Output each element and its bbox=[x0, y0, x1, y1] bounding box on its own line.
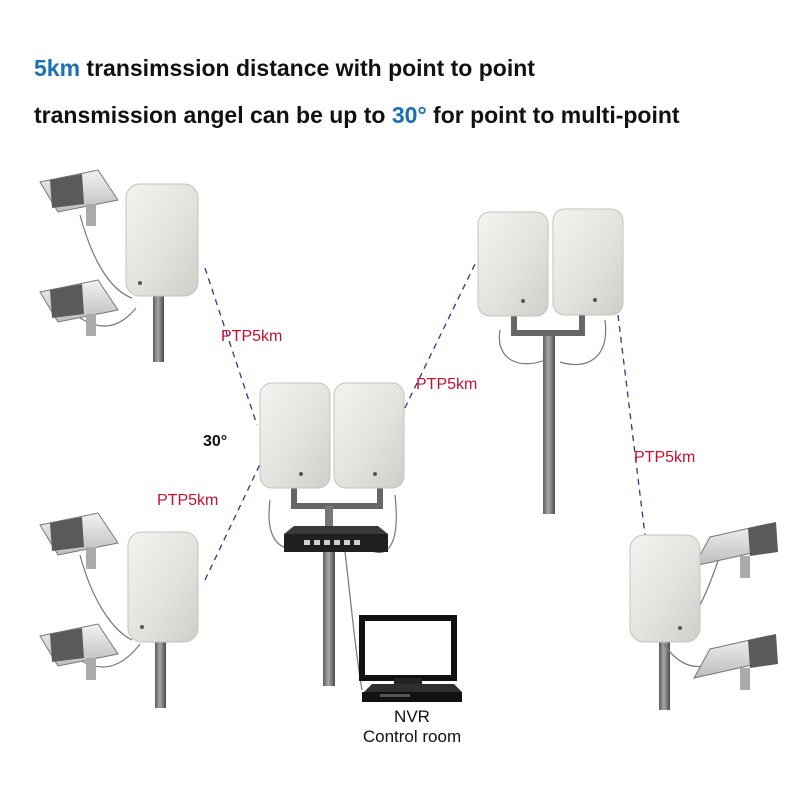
link-line-top-left bbox=[205, 268, 257, 425]
cctv-camera-icon bbox=[40, 170, 118, 226]
panel-logo bbox=[373, 472, 377, 476]
pole bbox=[323, 552, 335, 686]
pole bbox=[153, 290, 164, 362]
panel-logo bbox=[678, 626, 682, 630]
link-label-bottom-left: PTP5km bbox=[157, 492, 218, 510]
cpe-panel bbox=[128, 532, 198, 642]
panel-logo bbox=[521, 299, 525, 303]
link-line-bottom-left bbox=[205, 460, 262, 580]
link-label-far-right: PTP5km bbox=[634, 449, 695, 467]
monitor-icon bbox=[362, 618, 454, 684]
cctv-camera-icon bbox=[40, 624, 118, 680]
link-label-top-right: PTP5km bbox=[416, 376, 477, 394]
ap-panel-right bbox=[334, 383, 404, 488]
ap-panel-left bbox=[260, 383, 330, 488]
bracket bbox=[514, 315, 582, 333]
nvr-station bbox=[362, 618, 462, 702]
site-bottom-left bbox=[40, 513, 198, 708]
link-label-top-left: PTP5km bbox=[221, 328, 282, 346]
panel-logo bbox=[140, 625, 144, 629]
ap-panel-right bbox=[553, 209, 623, 315]
pole bbox=[543, 336, 555, 514]
bracket bbox=[294, 488, 380, 506]
pole bbox=[155, 642, 166, 708]
cpe-panel bbox=[126, 184, 198, 296]
cctv-camera-icon bbox=[40, 280, 118, 336]
panel-logo bbox=[299, 472, 303, 476]
panel-logo bbox=[593, 298, 597, 302]
nvr-caption: NVR Control room bbox=[352, 707, 472, 747]
ap-panel-left bbox=[478, 212, 548, 316]
cctv-camera-icon bbox=[694, 634, 778, 690]
nvr-caption-line1: NVR bbox=[352, 707, 472, 727]
panel-logo bbox=[138, 281, 142, 285]
angle-label: 30° bbox=[203, 433, 227, 451]
site-top-left bbox=[40, 170, 198, 362]
cpe-panel bbox=[630, 535, 700, 642]
link-line-far-right bbox=[618, 315, 645, 535]
site-bottom-right bbox=[630, 522, 778, 710]
cctv-camera-icon bbox=[40, 513, 118, 569]
nvr-caption-line2: Control room bbox=[352, 727, 472, 747]
link-line-top-right bbox=[400, 262, 476, 418]
site-top-right bbox=[478, 209, 623, 514]
network-switch-icon bbox=[284, 526, 388, 552]
cctv-camera-icon bbox=[694, 522, 778, 578]
nvr-recorder-icon bbox=[362, 684, 462, 702]
